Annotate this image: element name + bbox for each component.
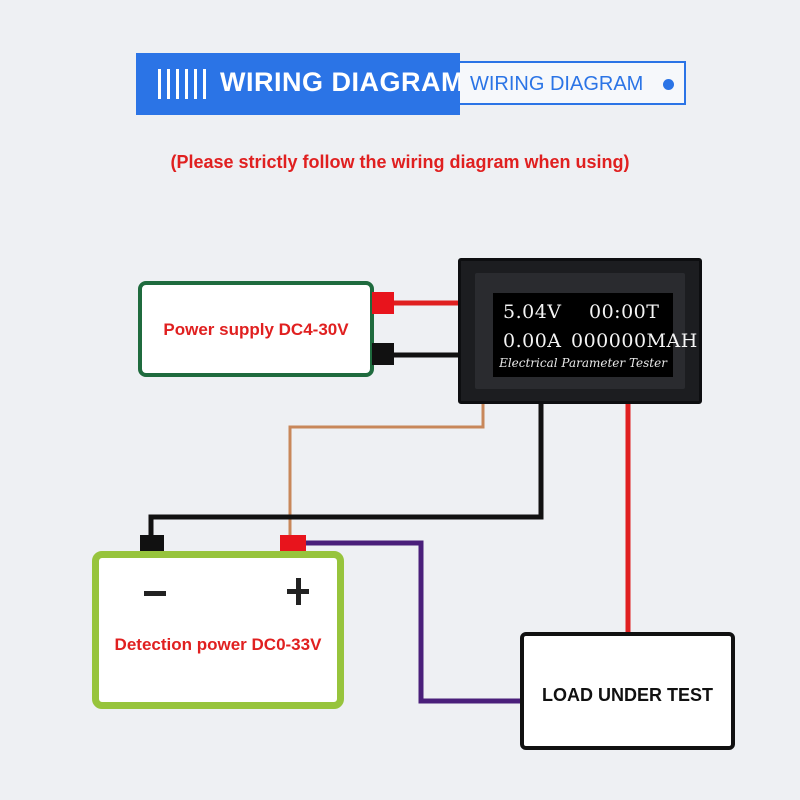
meter-caption: Electrical Parameter Tester [499, 356, 667, 370]
load-label: LOAD UNDER TEST [542, 685, 713, 705]
battery-positive-terminal [280, 535, 306, 553]
minus-icon [144, 591, 166, 596]
wire-sense-brown [288, 402, 485, 540]
dot-icon [663, 79, 674, 90]
power-supply-box: Power supply DC4-30V [138, 281, 374, 377]
battery-negative-terminal [140, 535, 164, 553]
voltage-readout: 5.04V [503, 301, 562, 323]
capacity-readout: 000000MAH [571, 330, 698, 352]
power-supply-label: Power supply DC4-30V [163, 320, 349, 339]
diagram-header: WIRING DIAGRAM [136, 53, 463, 115]
page-title: WIRING DIAGRAM [220, 67, 464, 97]
wire-load-return [302, 540, 522, 704]
header-subtitle-box: WIRING DIAGRAM [460, 61, 686, 105]
load-under-test-box: LOAD UNDER TEST [520, 632, 735, 750]
page-subtitle: WIRING DIAGRAM [470, 73, 644, 95]
detection-power-box: Detection power DC0-33V [92, 551, 344, 709]
wire-battery-negative [148, 402, 544, 540]
time-readout: 00:00T [589, 301, 660, 323]
current-readout: 0.00A [503, 330, 562, 352]
meter-display: 5.04V 00:00T 0.00A 000000MAH [493, 293, 697, 377]
parameter-tester-meter: 5.04V 00:00T 0.00A 000000MAH Electrical … [458, 258, 702, 404]
detection-power-label: Detection power DC0-33V [114, 635, 322, 654]
power-negative-terminal [372, 343, 394, 365]
bars-icon [158, 69, 206, 99]
power-positive-terminal [372, 292, 394, 314]
wiring-instruction: (Please strictly follow the wiring diagr… [170, 152, 630, 172]
plus-icon [287, 578, 309, 606]
